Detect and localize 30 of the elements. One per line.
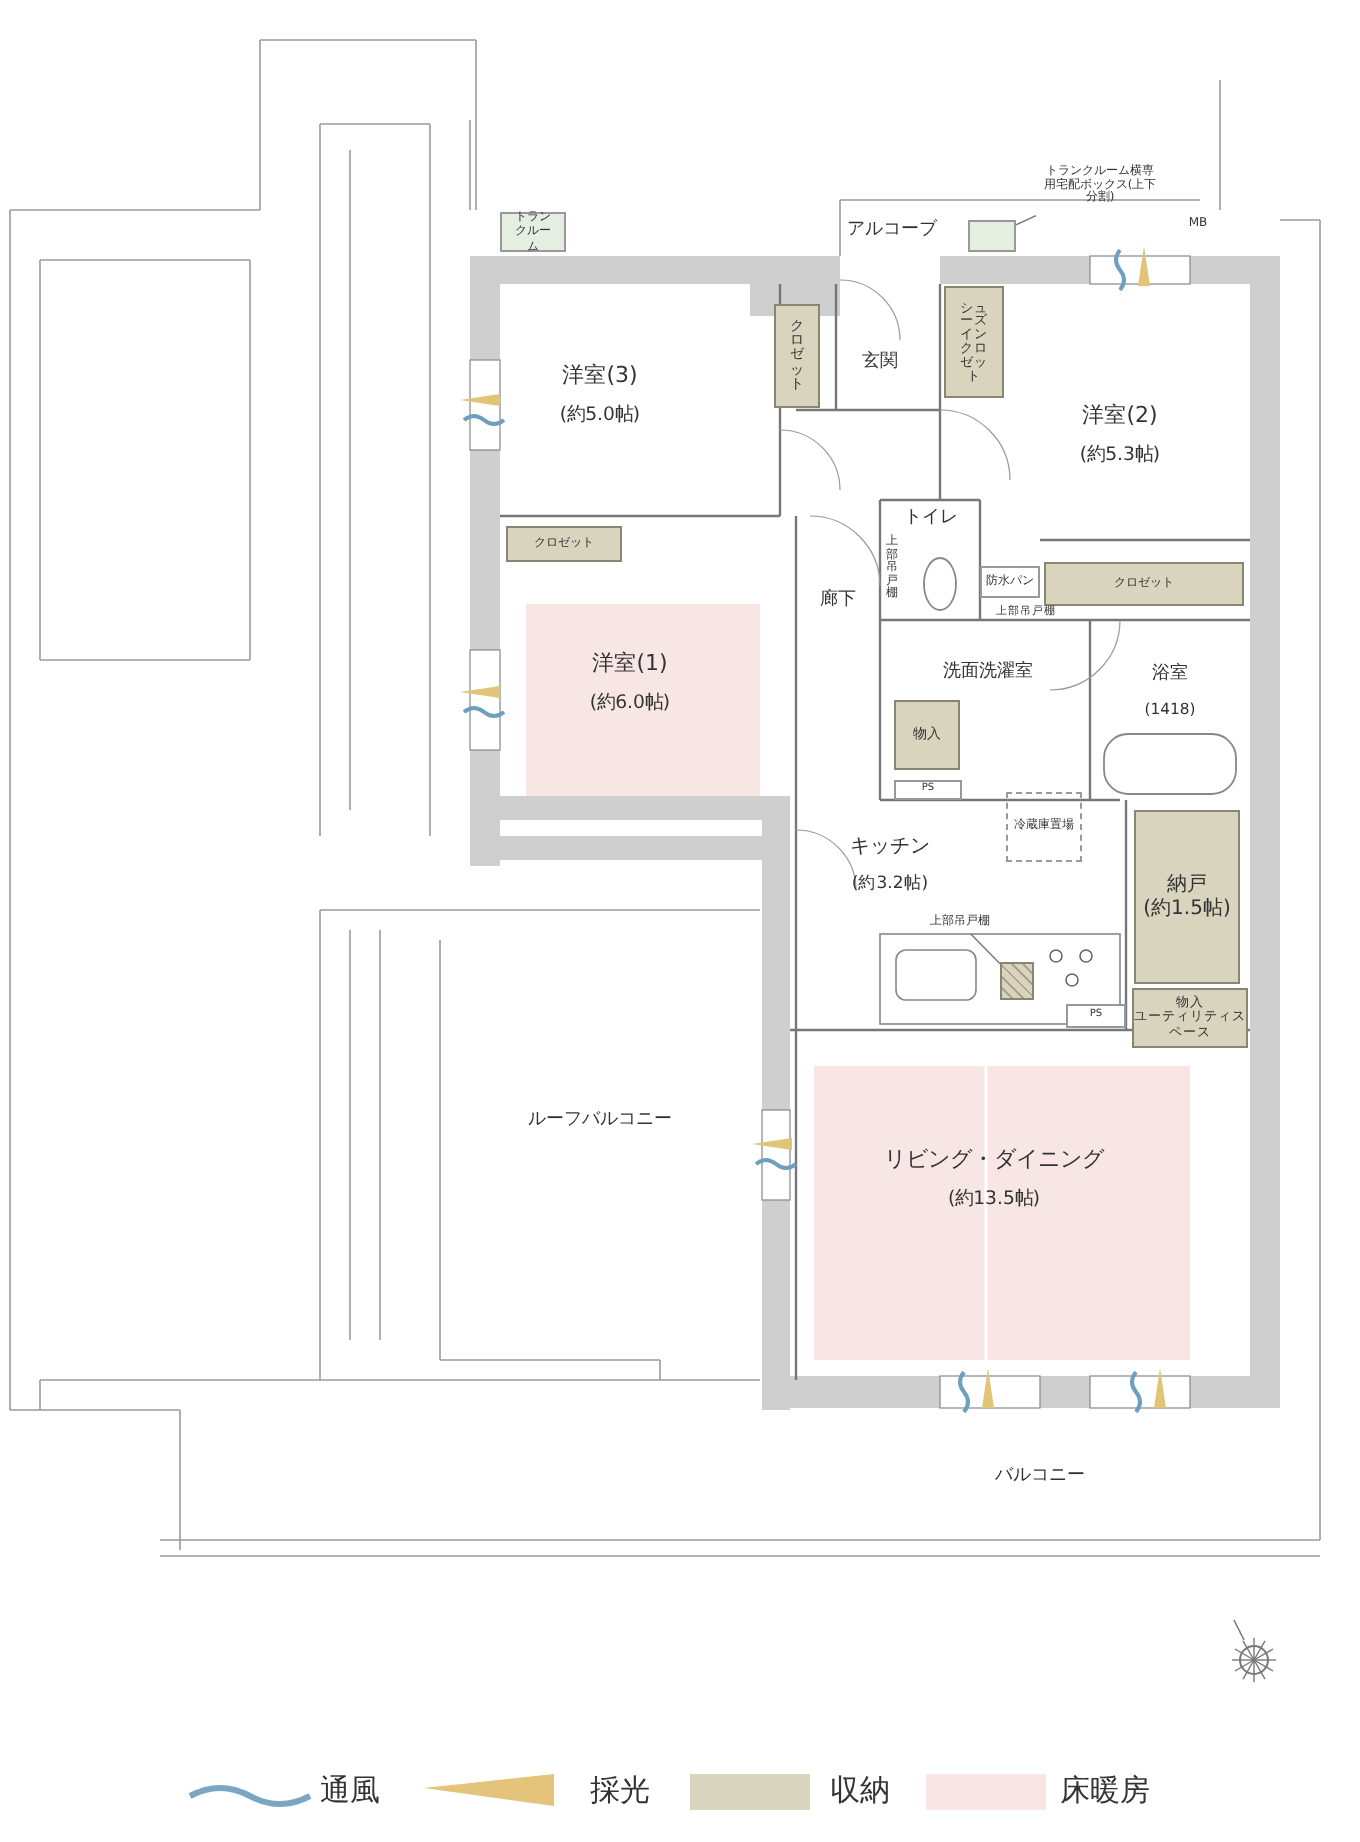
storage-label: 納戸 — [1167, 874, 1207, 897]
room-name: リビング・ダイニング — [884, 1148, 1104, 1174]
storage-note: (約1.5帖) — [1141, 897, 1233, 920]
leader-line — [1015, 214, 1037, 226]
room-label: 洗面洗濯室 — [896, 652, 1080, 692]
cabinet-box — [1000, 962, 1034, 1000]
room-label: 玄関 — [840, 344, 920, 380]
room-name: 浴室 — [1152, 664, 1188, 686]
room-name: 洋室(3) — [562, 364, 638, 390]
room-area: (約3.2帖) — [851, 875, 929, 896]
storage-box — [1134, 810, 1240, 984]
room-area: (約6.0帖) — [589, 693, 671, 716]
legend-label: 収納 — [830, 1774, 890, 1807]
room-label: 廊下 — [806, 580, 870, 620]
room-label: トイレ — [886, 502, 976, 534]
room-label: アルコーブ — [840, 212, 944, 248]
legend-label: 床暖房 — [1060, 1774, 1150, 1807]
legend-label: 通風 — [320, 1774, 380, 1807]
room-name: 洋室(2) — [1082, 404, 1158, 430]
leader-line — [970, 933, 1001, 965]
room-label: バルコニー — [980, 1456, 1100, 1496]
room-area: (約13.5帖) — [947, 1189, 1041, 1212]
storage-box — [1132, 988, 1248, 1048]
room-label: ルーフバルコニー — [480, 1100, 720, 1140]
room-area: (約5.0帖) — [559, 405, 641, 428]
legend-label: 採光 — [590, 1774, 650, 1807]
storage-box — [968, 220, 1016, 252]
room-area: (約5.3帖) — [1079, 445, 1161, 468]
room-name: キッチン — [850, 836, 930, 860]
room-name: 洋室(1) — [592, 652, 668, 678]
